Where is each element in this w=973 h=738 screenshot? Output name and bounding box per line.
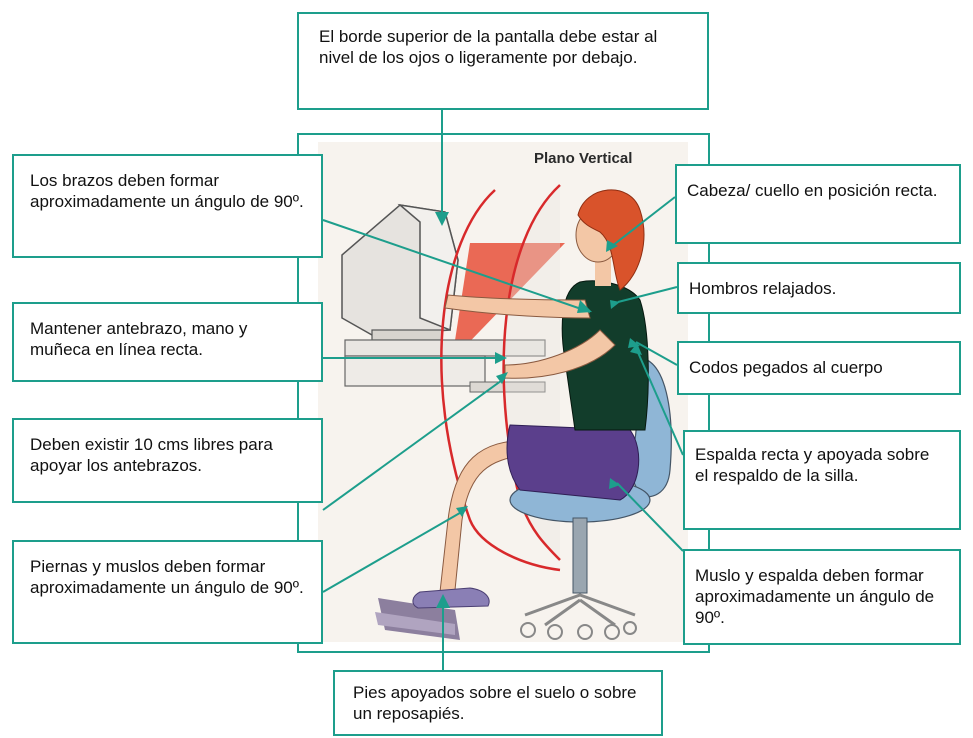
callout-shoulders: Hombros relajados. <box>677 262 961 314</box>
callout-text: Los brazos deben formar aproximadamente … <box>30 171 304 211</box>
callout-head-neck: Cabeza/ cuello en posición recta. <box>675 164 961 244</box>
callout-text: Mantener antebrazo, mano y muñeca en lín… <box>30 319 248 359</box>
callout-forearm-alignment: Mantener antebrazo, mano y muñeca en lín… <box>12 302 323 382</box>
callout-text: Cabeza/ cuello en posición recta. <box>687 181 938 200</box>
callout-text: Hombros relajados. <box>689 279 837 298</box>
footrest <box>375 598 460 640</box>
callout-text: Espalda recta y apoyada sobre el respald… <box>695 445 930 485</box>
callout-thigh-back-angle: Muslo y espalda deben formar aproximadam… <box>683 549 961 645</box>
callout-connectors <box>322 110 684 670</box>
callout-forearm-space: Deben existir 10 cms libres para apoyar … <box>12 418 323 503</box>
callout-text: Pies apoyados sobre el suelo o sobre un … <box>353 683 637 723</box>
diagram-title: Plano Vertical <box>534 150 633 167</box>
callout-feet-support: Pies apoyados sobre el suelo o sobre un … <box>333 670 663 736</box>
seated-person <box>412 189 649 609</box>
callout-screen-height: El borde superior de la pantalla debe es… <box>297 12 709 110</box>
connector-arrowheads <box>435 212 642 608</box>
callout-text: El borde superior de la pantalla debe es… <box>319 27 658 67</box>
posture-angle-curve <box>440 189 561 572</box>
callout-text: Codos pegados al cuerpo <box>689 358 883 377</box>
callout-text: Piernas y muslos deben formar aproximada… <box>30 557 304 597</box>
callout-text: Deben existir 10 cms libres para apoyar … <box>30 435 273 475</box>
callout-back-support: Espalda recta y apoyada sobre el respald… <box>683 430 961 530</box>
callout-legs-angle: Piernas y muslos deben formar aproximada… <box>12 540 323 644</box>
callout-elbows: Codos pegados al cuerpo <box>677 341 961 395</box>
callout-arms-angle: Los brazos deben formar aproximadamente … <box>12 154 323 258</box>
callout-text: Muslo y espalda deben formar aproximadam… <box>695 566 935 627</box>
